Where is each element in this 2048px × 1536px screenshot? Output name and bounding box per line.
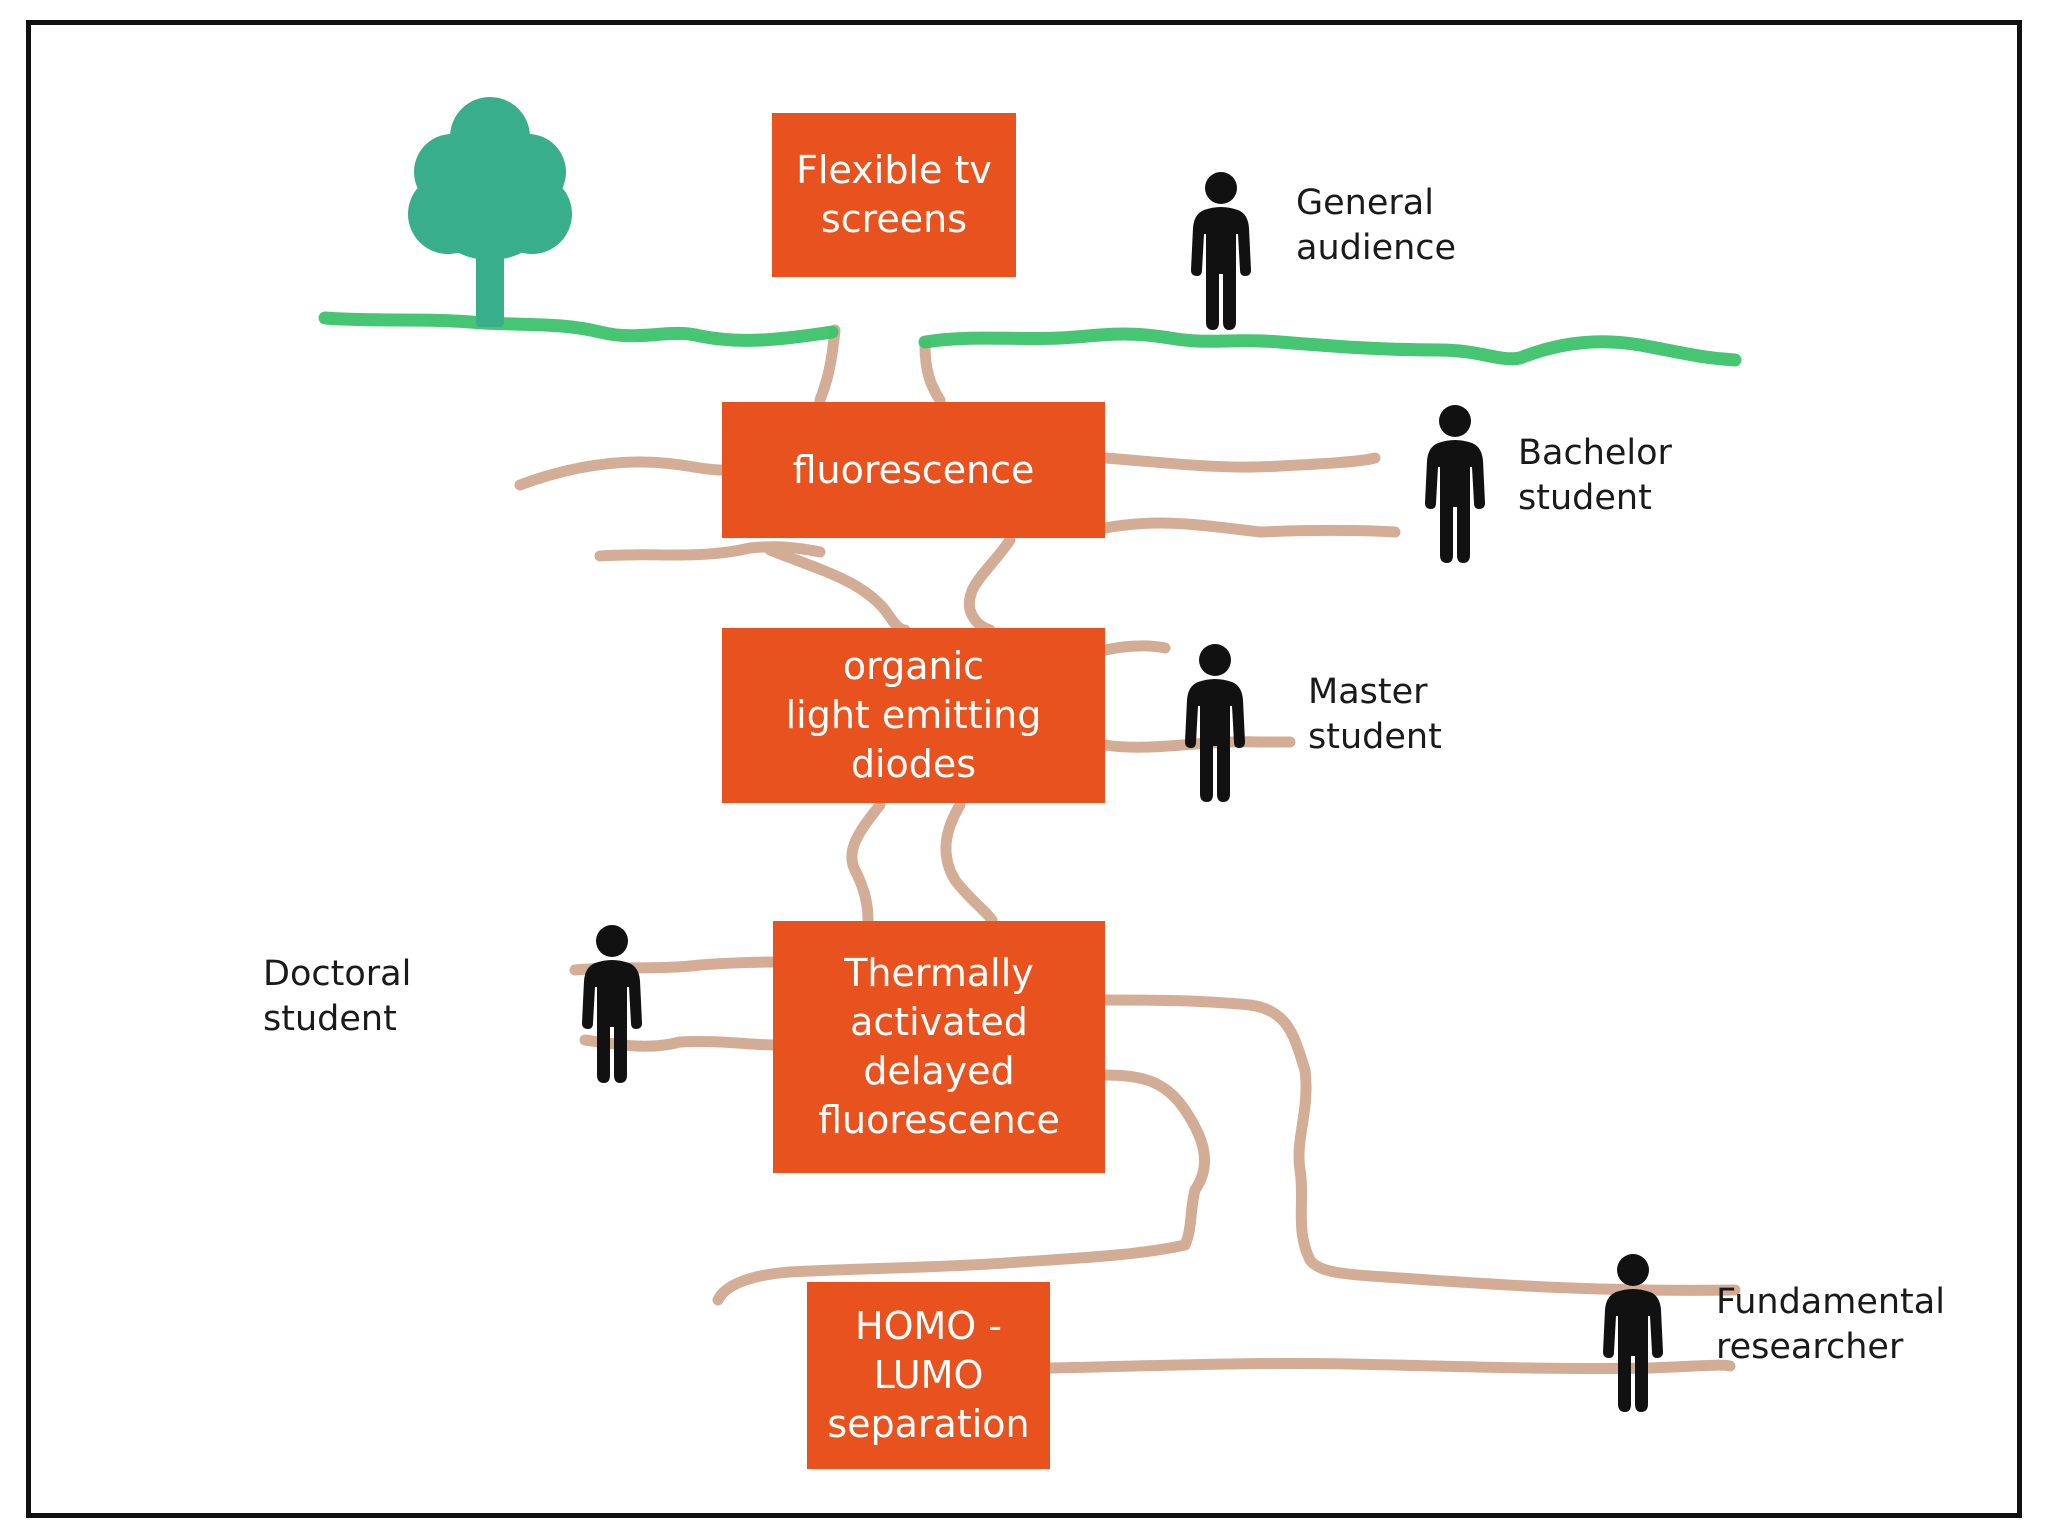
root-line (514, 456, 728, 491)
ground-line-left (318, 311, 839, 347)
root-line (919, 339, 946, 406)
root-line (1099, 452, 1381, 473)
root-line (1099, 640, 1171, 656)
ground-line-right (918, 327, 1742, 367)
box-homo-lumo-separation: HOMO - LUMO separation (807, 1282, 1050, 1469)
box-thermally-activated-delayed-fluorescence: Thermally activated delayed fluorescence (773, 921, 1105, 1173)
person-icon (1603, 1254, 1663, 1412)
box-flexible-tv-screens: Flexible tv screens (772, 113, 1016, 277)
person-icon (1185, 644, 1245, 802)
root-line (764, 544, 911, 636)
root-line (594, 541, 826, 562)
root-line (1099, 517, 1401, 538)
root-line (1044, 1357, 1736, 1375)
label-general-audience: General audience (1296, 183, 1457, 268)
root-line (712, 1069, 1211, 1306)
root-line (1099, 994, 1741, 1296)
tree-icon (408, 97, 572, 327)
root-line (814, 324, 841, 406)
box-organic-light-emitting-diodes: organic light emitting diodes (722, 628, 1105, 803)
person-icon (1191, 172, 1251, 330)
label-bachelor-student: Bachelor student (1518, 433, 1672, 518)
person-icon (582, 925, 642, 1083)
root-line (963, 534, 1016, 636)
root-line (846, 799, 886, 926)
root-line (940, 799, 998, 926)
person-icon (1425, 405, 1485, 563)
label-doctoral-student: Doctoral student (263, 954, 412, 1039)
label-fundamental-researcher: Fundamental researcher (1716, 1282, 1945, 1367)
box-fluorescence: fluorescence (722, 402, 1105, 538)
label-master-student: Master student (1308, 672, 1442, 757)
